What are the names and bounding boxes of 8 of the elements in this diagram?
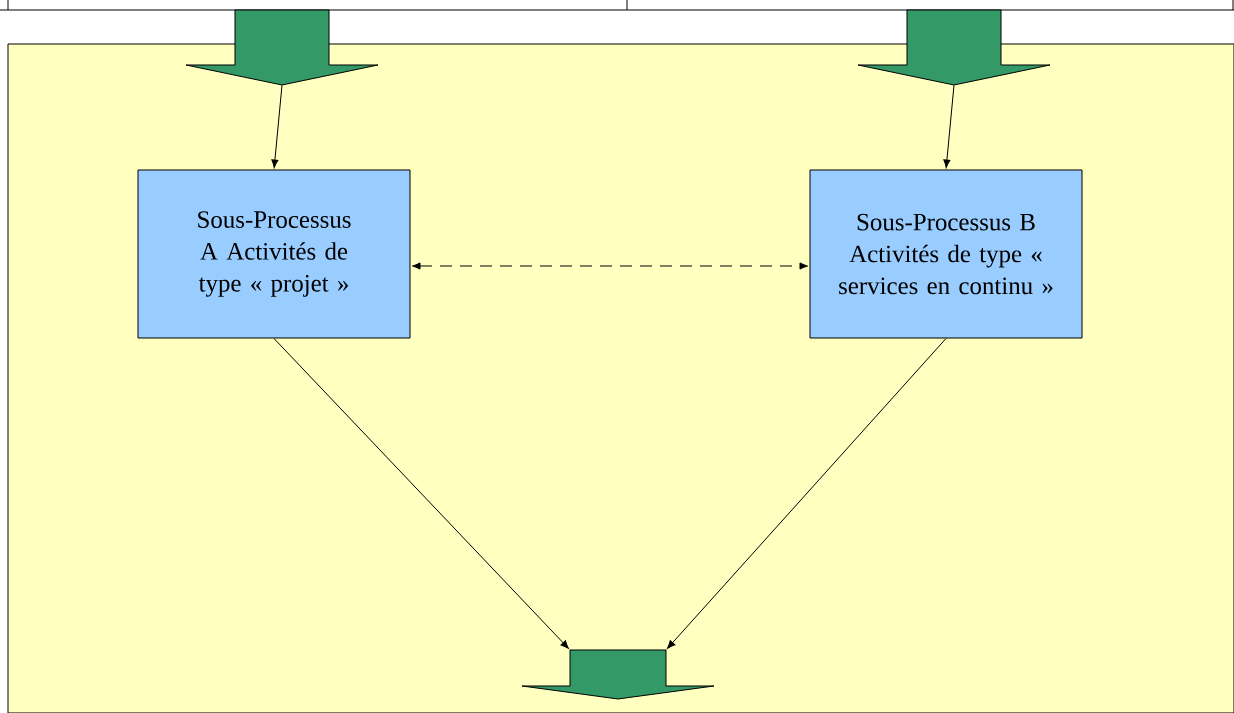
arrow [943, 84, 955, 169]
arrow [667, 338, 947, 649]
process-box: Sous-Processus A Activités de type « projet » [137, 169, 411, 339]
process-box: Sous-Processus B Activités de type « services en continu » [809, 169, 1083, 339]
arrow [273, 338, 569, 649]
arrow [411, 262, 809, 270]
arrow [271, 84, 283, 169]
block-arrow [521, 649, 715, 700]
